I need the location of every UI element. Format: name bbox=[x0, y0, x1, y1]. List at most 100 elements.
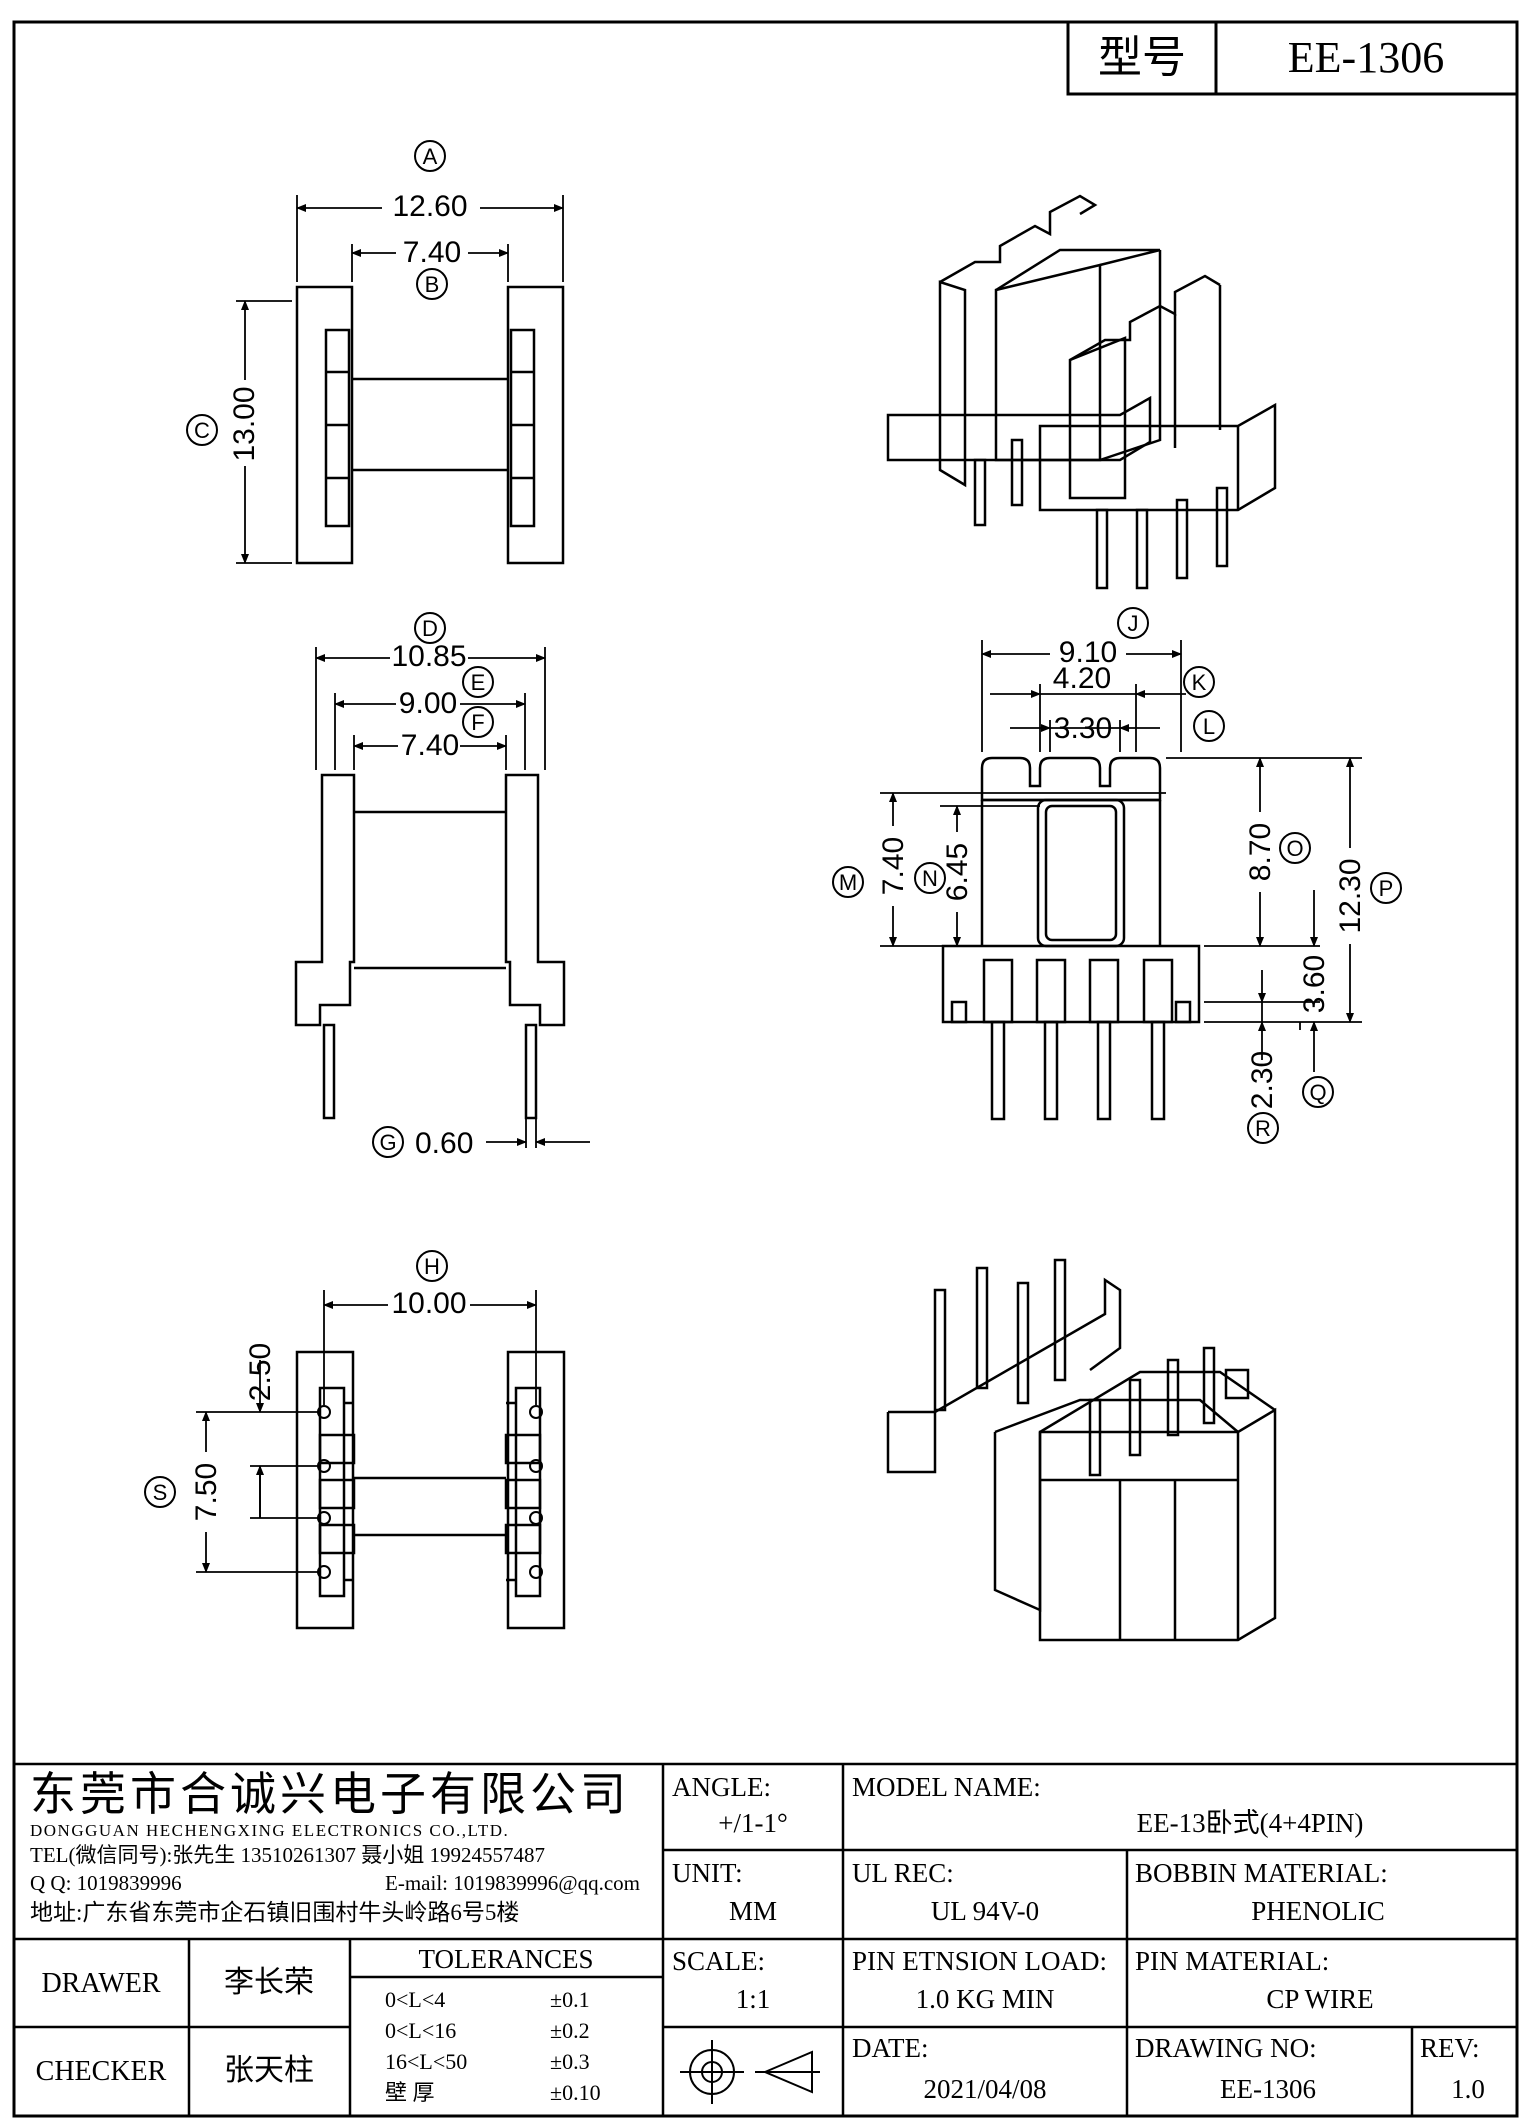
marker-s: S bbox=[144, 1476, 176, 1508]
dim-o-value: 8.70 bbox=[1244, 823, 1277, 881]
dim-l-value: 3.30 bbox=[1054, 712, 1112, 745]
dim-a-value: 12.60 bbox=[392, 190, 467, 223]
svg-text:O: O bbox=[1286, 836, 1303, 861]
dim-j-value: 9.10 bbox=[1059, 636, 1117, 669]
rev-label: REV: bbox=[1420, 2033, 1480, 2063]
drawer-value: 李长荣 bbox=[224, 1966, 314, 1999]
marker-h: H bbox=[416, 1250, 448, 1282]
sheet-border bbox=[12, 20, 1519, 2118]
dim-f-value: 7.40 bbox=[401, 729, 459, 762]
dim-s-value: 7.50 bbox=[190, 1463, 223, 1521]
dim-c-value: 13.00 bbox=[228, 386, 261, 461]
dim-b-value: 7.40 bbox=[403, 236, 461, 269]
dim-s-pitch-value: 2.50 bbox=[244, 1343, 277, 1401]
company-tel: TEL(微信同号):张先生 13510261307 聂小姐 1992455748… bbox=[30, 1843, 545, 1867]
dim-m-value: 7.40 bbox=[877, 837, 910, 895]
company-email: E-mail: 1019839996@qq.com bbox=[385, 1871, 640, 1895]
model-number-box: 型号 EE-1306 bbox=[1066, 20, 1519, 96]
company-qq: Q Q: 1019839996 bbox=[30, 1871, 182, 1895]
marker-a: A bbox=[414, 140, 446, 172]
marker-d: D bbox=[414, 612, 446, 644]
marker-r: R bbox=[1247, 1112, 1279, 1144]
pin-tension-value: 1.0 KG MIN bbox=[916, 1984, 1055, 2014]
projection-symbol-icon bbox=[680, 2040, 820, 2104]
marker-b: B bbox=[416, 268, 448, 300]
rev-value: 1.0 bbox=[1451, 2074, 1485, 2104]
marker-l: L bbox=[1193, 710, 1225, 742]
svg-text:M: M bbox=[839, 870, 857, 895]
scale-label: SCALE: bbox=[672, 1946, 765, 1976]
svg-text:A: A bbox=[423, 144, 438, 169]
tolerance-value: ±0.2 bbox=[550, 2018, 590, 2043]
marker-k: K bbox=[1183, 666, 1215, 698]
ul-rec-label: UL REC: bbox=[852, 1858, 954, 1888]
marker-c: C bbox=[186, 414, 218, 446]
model-label: 型号 bbox=[1098, 33, 1186, 82]
svg-text:K: K bbox=[1192, 670, 1207, 695]
marker-j: J bbox=[1117, 607, 1149, 639]
dim-d-value: 10.85 bbox=[391, 640, 466, 673]
dim-g-value: 0.60 bbox=[415, 1127, 473, 1160]
svg-text:D: D bbox=[422, 616, 438, 641]
angle-value: +/1-1° bbox=[718, 1808, 788, 1838]
marker-o: O bbox=[1279, 832, 1311, 864]
svg-text:E: E bbox=[471, 670, 486, 695]
svg-text:H: H bbox=[424, 1254, 440, 1279]
model-value: EE-1306 bbox=[1288, 33, 1444, 82]
checker-value: 张天柱 bbox=[224, 2054, 314, 2087]
angle-label: ANGLE: bbox=[672, 1772, 771, 1802]
pin-material-value: CP WIRE bbox=[1266, 1984, 1373, 2014]
date-label: DATE: bbox=[852, 2033, 929, 2063]
tolerances-label: TOLERANCES bbox=[418, 1944, 593, 1974]
marker-q: Q bbox=[1302, 1076, 1334, 1108]
svg-text:F: F bbox=[471, 710, 484, 735]
model-name-value: EE-13卧式(4+4PIN) bbox=[1137, 1808, 1364, 1838]
company-name-en: DONGGUAN HECHENGXING ELECTRONICS CO.,LTD… bbox=[30, 1821, 509, 1840]
front-view bbox=[294, 647, 590, 1148]
svg-text:L: L bbox=[1203, 714, 1215, 739]
svg-text:C: C bbox=[194, 418, 210, 443]
marker-g: G bbox=[372, 1126, 404, 1158]
dim-n-value: 6.45 bbox=[941, 843, 974, 901]
isometric-view-bottom bbox=[886, 1258, 1277, 1642]
tolerance-range: 16<L<50 bbox=[385, 2049, 467, 2074]
svg-text:N: N bbox=[922, 866, 938, 891]
dim-q-value: 3.60 bbox=[1298, 955, 1331, 1013]
tolerance-range: 壁 厚 bbox=[385, 2080, 435, 2105]
pin-tension-label: PIN ETNSION LOAD: bbox=[852, 1946, 1107, 1976]
dim-k-value: 4.20 bbox=[1053, 662, 1111, 695]
marker-p: P bbox=[1370, 872, 1402, 904]
side-view bbox=[880, 640, 1362, 1121]
tolerance-value: ±0.10 bbox=[550, 2080, 601, 2105]
marker-n: N bbox=[914, 862, 946, 894]
tolerance-value: ±0.1 bbox=[550, 1987, 590, 2012]
company-name-cn: 东莞市合诚兴电子有限公司 bbox=[30, 1769, 630, 1820]
svg-text:P: P bbox=[1379, 876, 1394, 901]
company-address: 地址:广东省东莞市企石镇旧围村牛头岭路6号5楼 bbox=[30, 1900, 519, 1925]
checker-label: CHECKER bbox=[36, 2056, 167, 2087]
bottom-view-labels: 10.00 2.50 7.50 bbox=[190, 1287, 470, 1532]
bobbin-material-label: BOBBIN MATERIAL: bbox=[1135, 1858, 1388, 1888]
tolerance-rows: 0<L<4±0.10<L<16±0.216<L<50±0.3壁 厚±0.10 bbox=[385, 1987, 601, 2105]
marker-f: F bbox=[462, 706, 494, 738]
dimension-markers: A B C D EF G H J KL M N O P Q R S bbox=[144, 140, 1402, 1508]
dim-p-value: 12.30 bbox=[1334, 858, 1367, 933]
title-block-grid bbox=[14, 1762, 1517, 2116]
bobbin-material-value: PHENOLIC bbox=[1251, 1896, 1385, 1926]
date-value: 2021/04/08 bbox=[923, 2074, 1046, 2104]
svg-text:Q: Q bbox=[1309, 1080, 1326, 1105]
svg-text:B: B bbox=[425, 272, 440, 297]
pin-material-label: PIN MATERIAL: bbox=[1135, 1946, 1329, 1976]
unit-value: MM bbox=[729, 1896, 777, 1926]
model-name-label: MODEL NAME: bbox=[852, 1772, 1041, 1802]
tolerance-range: 0<L<4 bbox=[385, 1987, 445, 2012]
scale-value: 1:1 bbox=[736, 1984, 771, 2014]
marker-e: E bbox=[462, 666, 494, 698]
top-view-labels: 12.60 7.40 13.00 bbox=[228, 190, 480, 466]
tolerance-range: 0<L<16 bbox=[385, 2018, 456, 2043]
unit-label: UNIT: bbox=[672, 1858, 743, 1888]
title-block-fields: ANGLE: +/1-1° UNIT: MM SCALE: 1:1 MODEL … bbox=[36, 1772, 1485, 2105]
svg-text:J: J bbox=[1128, 611, 1139, 636]
marker-m: M bbox=[832, 866, 864, 898]
